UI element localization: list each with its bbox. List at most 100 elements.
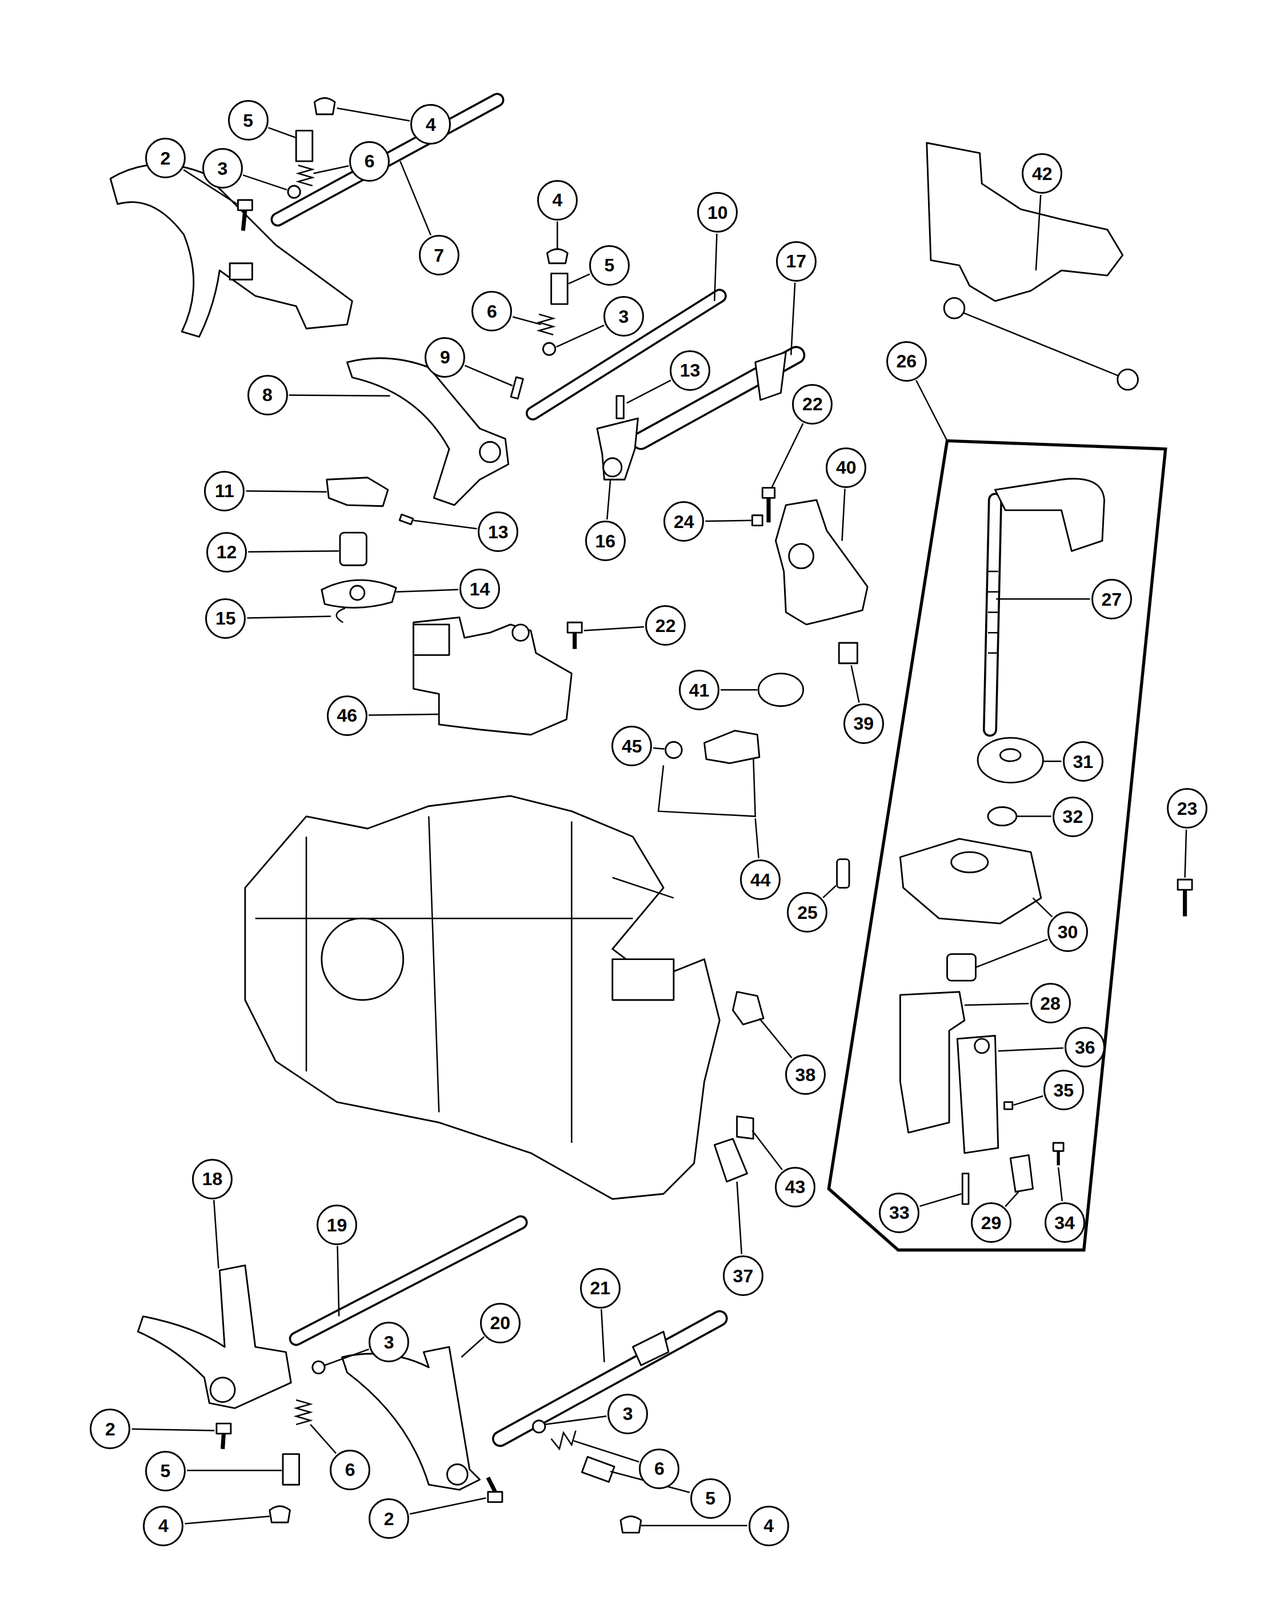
callout-number: 18	[192, 1158, 233, 1200]
leader-line	[132, 1429, 215, 1431]
callout-text: 21	[590, 1278, 611, 1298]
leader-line	[1016, 815, 1052, 818]
callout-number: 42	[1021, 153, 1063, 194]
callout-text: 28	[1040, 994, 1061, 1013]
callout-text: 6	[654, 1459, 665, 1478]
leader-line	[790, 282, 795, 356]
callout-text: 33	[889, 1203, 910, 1222]
callout-number: 20	[480, 1302, 521, 1344]
leader-line	[996, 598, 1090, 600]
leader-line	[771, 423, 803, 488]
leader-line	[752, 1130, 782, 1170]
leader-line	[851, 665, 860, 703]
leader-line	[601, 1309, 604, 1363]
callout-text: 11	[214, 481, 235, 500]
callout-text: 46	[337, 706, 358, 725]
callout-number: 3	[603, 296, 644, 337]
callout-number: 33	[878, 1192, 920, 1234]
callout-text: 7	[433, 246, 444, 265]
callout-text: 3	[217, 159, 228, 178]
leader-line	[464, 365, 512, 386]
transmission-housing	[245, 796, 720, 1199]
callout-text: 8	[262, 385, 273, 404]
leader-line	[842, 488, 846, 541]
callout-number: 13	[669, 350, 711, 391]
callout-text: 3	[622, 1404, 634, 1423]
leader-line	[289, 394, 391, 396]
leader-line	[242, 174, 287, 190]
callout-text: 42	[1032, 164, 1053, 183]
callout-text: 9	[440, 348, 451, 367]
callout-text: 30	[1057, 922, 1079, 942]
leader-line	[545, 1416, 607, 1425]
leader-line	[755, 818, 759, 859]
callout-text: 15	[215, 609, 236, 628]
leader-line	[641, 1524, 748, 1527]
callout-number: 6	[349, 141, 390, 182]
callout-number: 31	[1062, 741, 1104, 782]
callout-text: 43	[785, 1177, 806, 1196]
leader-line	[324, 1349, 369, 1366]
callout-number: 29	[970, 1202, 1012, 1243]
callout-text: 4	[552, 190, 563, 210]
callout-number: 4	[142, 1505, 184, 1547]
callout-number: 3	[202, 148, 243, 189]
leader-line	[512, 316, 541, 324]
leader-line	[606, 479, 611, 520]
callout-number: 11	[204, 470, 245, 512]
callout-number: 9	[424, 337, 466, 378]
leader-line	[247, 616, 331, 619]
callout-text: 44	[750, 870, 771, 890]
leader-line	[556, 325, 605, 347]
leader-line	[337, 1245, 340, 1316]
callout-text: 5	[160, 1461, 171, 1480]
callout-text: 24	[673, 512, 695, 531]
callout-text: 16	[594, 532, 616, 551]
callout-number: 4	[748, 1505, 790, 1547]
leader-line	[409, 1497, 486, 1514]
callout-number: 46	[326, 695, 368, 736]
leader-line	[313, 165, 350, 174]
callout-text: 45	[621, 737, 643, 756]
callout-number: 25	[786, 892, 828, 933]
leader-line	[1005, 1192, 1019, 1207]
callout-number: 13	[477, 511, 519, 552]
callout-number: 15	[205, 598, 246, 639]
callout-text: 2	[160, 149, 171, 168]
callout-number: 22	[645, 605, 686, 646]
callout-number: 22	[792, 384, 833, 425]
leader-line	[186, 1469, 282, 1472]
callout-text: 39	[853, 714, 874, 733]
callout-text: 4	[158, 1516, 169, 1535]
callout-text: 22	[802, 394, 823, 414]
callout-number: 41	[678, 669, 720, 711]
leader-line	[759, 1018, 792, 1058]
leader-line	[822, 885, 836, 898]
callout-text: 25	[797, 903, 818, 922]
leader-line	[1185, 829, 1187, 878]
callout-number: 44	[740, 859, 781, 900]
callout-text: 36	[1074, 1038, 1096, 1057]
callout-number: 26	[886, 341, 927, 382]
callout-number: 23	[1166, 788, 1208, 829]
callout-text: 4	[425, 115, 436, 134]
callout-number: 7	[418, 234, 460, 276]
group-bracket	[828, 440, 1166, 1250]
callout-text: 17	[786, 252, 807, 271]
leader-line	[396, 589, 459, 592]
leader-line	[400, 161, 431, 236]
leader-line	[976, 939, 1048, 968]
callout-number: 30	[1047, 911, 1088, 952]
callout-number: 27	[1091, 578, 1132, 620]
callout-text: 19	[326, 1216, 348, 1235]
leader-line	[568, 274, 590, 284]
callout-number: 28	[1030, 982, 1071, 1024]
leader-line	[461, 1336, 485, 1358]
callout-text: 5	[705, 1489, 716, 1508]
callout-text: 13	[488, 522, 509, 542]
callout-text: 5	[604, 256, 615, 275]
callout-number: 4	[410, 104, 451, 145]
callout-number: 32	[1052, 796, 1094, 838]
